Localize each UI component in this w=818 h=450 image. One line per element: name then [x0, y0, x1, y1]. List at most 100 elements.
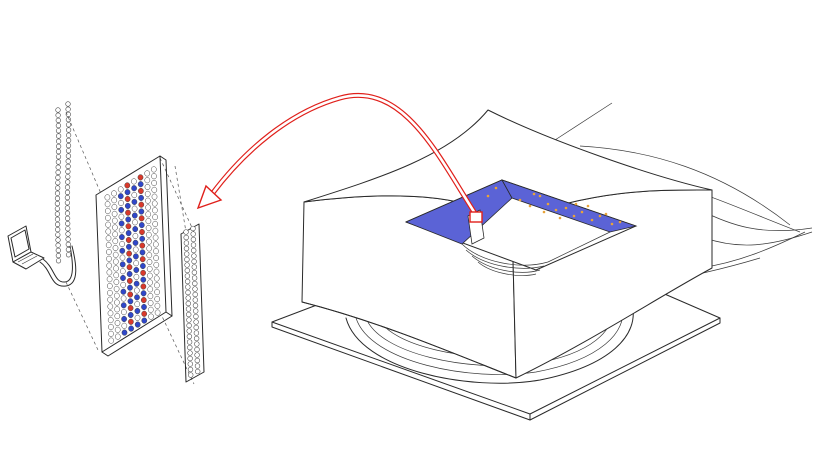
strip-led [184, 273, 191, 279]
strip-led [192, 286, 198, 292]
led-bead [65, 247, 71, 253]
led-pixel [105, 214, 111, 221]
led-pixel [133, 280, 140, 287]
led-pixel [127, 311, 134, 319]
led-bead [54, 206, 61, 212]
led-pixel [147, 286, 154, 293]
led-pixel [139, 242, 146, 249]
led-pixel [107, 303, 114, 310]
facade-highlight-pixel [554, 208, 558, 212]
led-pixel [104, 207, 111, 215]
strip-led [193, 319, 199, 325]
facade-highlight-pixel [532, 192, 536, 196]
strip-led [188, 372, 194, 378]
led-pixel [127, 284, 133, 291]
led-bead [54, 195, 61, 201]
facade-highlight-pixel [494, 186, 498, 190]
led-bead [55, 112, 61, 118]
led-pixel [145, 231, 152, 238]
led-pixel [131, 191, 138, 199]
led-pixel [138, 208, 145, 215]
led-pixel [152, 214, 158, 221]
strip-led [194, 357, 200, 364]
led-pixel [132, 226, 139, 233]
led-pixel [106, 276, 113, 283]
strip-led [192, 302, 199, 309]
led-pixel [132, 239, 139, 246]
facade-highlight-pixel [572, 214, 576, 218]
led-pixel [113, 285, 120, 292]
led-pixel [126, 270, 133, 278]
led-pixel [131, 212, 138, 219]
led-pixel [138, 187, 144, 195]
led-pixel [127, 298, 134, 305]
led-pixel [124, 195, 131, 203]
led-pixel [106, 255, 112, 262]
led-pixel [124, 202, 131, 209]
led-pixel [127, 305, 134, 312]
led-bead [65, 163, 71, 169]
led-pixel [114, 326, 121, 333]
led-bead [55, 122, 62, 129]
strip-led [191, 258, 197, 265]
led-pixel [139, 235, 146, 242]
led-pixel [140, 297, 147, 304]
led-pixel [108, 330, 114, 337]
led-bead [55, 227, 61, 233]
led-pixel [119, 240, 125, 248]
led-bead [65, 241, 71, 247]
led-pixel [106, 248, 112, 256]
led-bead [55, 258, 62, 264]
led-pixel [114, 319, 121, 327]
led-pixel [106, 269, 113, 276]
led-pixel [131, 185, 137, 192]
led-pixel [144, 170, 151, 177]
led-pixel [153, 248, 159, 255]
strip-led [183, 240, 190, 246]
led-pixel [105, 221, 111, 228]
led-pixel [153, 268, 160, 275]
strip-led [187, 350, 193, 356]
strip-led [194, 341, 200, 347]
facade-highlight-pixel [586, 204, 590, 208]
led-pixel [133, 266, 140, 274]
led-pixel [138, 194, 144, 201]
led-pixel [120, 281, 127, 288]
led-pixel [105, 228, 112, 235]
stadium [271, 102, 813, 421]
led-bead [54, 190, 61, 196]
led-pixel [119, 234, 125, 241]
led-pixel [117, 186, 124, 193]
inner-seating-tiers [461, 231, 611, 276]
led-pixel [152, 241, 159, 248]
led-pixel [119, 247, 126, 254]
led-chain [54, 101, 72, 264]
led-pixel [133, 253, 139, 260]
strip-led [186, 333, 193, 340]
led-pixel [133, 260, 139, 267]
led-grid [104, 166, 161, 344]
led-pixel [134, 307, 141, 315]
led-pixel [112, 231, 118, 238]
strip-led [193, 324, 199, 331]
led-pixel [113, 265, 119, 272]
led-pixel [125, 216, 132, 223]
led-pixel [145, 224, 152, 232]
led-pixel [150, 166, 157, 173]
led-pixel [139, 228, 145, 236]
strip-led [193, 330, 200, 336]
led-bead [55, 169, 61, 175]
led-pixel [139, 249, 146, 256]
facade-highlight-pixel [604, 212, 608, 216]
led-bead [64, 184, 71, 190]
led-pixel [126, 243, 132, 250]
facade-highlight-pixel [486, 194, 490, 198]
led-pixel [131, 178, 137, 185]
strip-led [190, 236, 197, 243]
led-bead [65, 226, 71, 232]
led-pixel [151, 179, 157, 187]
facade-highlight-pixel [518, 198, 522, 202]
led-bead [55, 164, 61, 170]
strip-led [187, 366, 194, 373]
